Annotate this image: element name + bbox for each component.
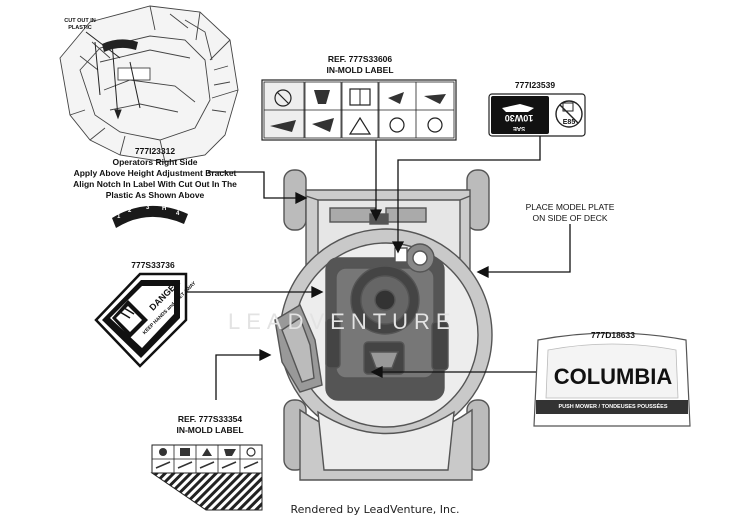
height-line-4: Plastic As Shown Above xyxy=(105,190,205,200)
inmold-top-label: IN-MOLD LABEL xyxy=(326,65,394,75)
cut-out-label: CUT OUT IN PLASTIC xyxy=(64,18,96,31)
mower-deck xyxy=(274,169,493,481)
scale-2: 2 xyxy=(128,208,132,214)
scale-1: 1 xyxy=(117,214,121,220)
oil-sae-text: SAE xyxy=(512,125,526,131)
height-line-3: Align Notch In Label With Cut Out In The xyxy=(73,179,237,189)
part-height-label: 777I23312 xyxy=(134,146,176,156)
model-plate-line-1: PLACE MODEL PLATE xyxy=(525,202,615,212)
ref-top-label: REF. 777S33606 xyxy=(327,54,393,64)
danger-label xyxy=(94,272,188,368)
ref-bottom-label: REF. 777S33354 xyxy=(177,414,243,424)
model-plate-line-2: ON SIDE OF DECK xyxy=(532,213,608,223)
cut-out-arrows xyxy=(85,31,141,120)
height-line-1: Operators Right Side xyxy=(112,157,198,167)
footer-credit: Rendered by LeadVenture, Inc. xyxy=(290,503,460,516)
e85-text: E85 xyxy=(562,119,576,126)
inmold-label-bottom xyxy=(150,444,263,511)
inmold-bottom-label: IN-MOLD LABEL xyxy=(176,425,244,435)
oil-fuel-label xyxy=(488,93,586,137)
scale-h: H xyxy=(162,206,167,212)
height-adjust-label xyxy=(112,205,188,228)
scale-4: 4 xyxy=(176,211,180,217)
watermark: LEADVENTURE xyxy=(228,309,457,334)
inmold-label-top xyxy=(261,79,457,141)
mini-height-label xyxy=(102,39,138,52)
columbia-logo-text: COLUMBIA xyxy=(553,364,673,389)
part-columbia-label: 777D18633 xyxy=(591,330,635,340)
part-oil-label: 777I23539 xyxy=(514,80,556,90)
leader-lines xyxy=(186,136,571,400)
columbia-label xyxy=(533,332,691,427)
height-line-2: Apply Above Height Adjustment Bracket xyxy=(73,168,237,178)
part-danger-label: 777S33736 xyxy=(131,260,175,270)
columbia-sub-text: PUSH MOWER / TONDEUSES POUSSÉES xyxy=(558,404,668,410)
scale-3: 3 xyxy=(146,205,150,211)
